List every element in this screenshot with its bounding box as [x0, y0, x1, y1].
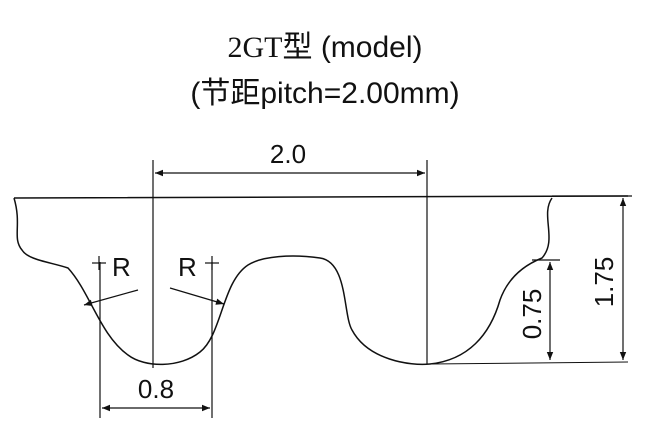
- radius-left-leader: [83, 289, 139, 306]
- radius-right-label: R: [178, 252, 197, 282]
- drawing-title: 2GT型 (model): [0, 30, 650, 66]
- model-suffix: 型 (model): [282, 31, 423, 64]
- pitch-subtitle: (节距pitch=2.00mm): [190, 77, 460, 110]
- pitch-label: 2.0: [270, 139, 306, 169]
- tooth-bottom-line: [429, 361, 629, 365]
- radius-left-label: R: [112, 252, 131, 282]
- model-code: 2GT: [227, 31, 283, 64]
- belt-height-label: 1.75: [589, 257, 619, 308]
- tooth-width-label: 0.8: [138, 374, 174, 404]
- belt-outline: [13, 195, 629, 366]
- radius-right-leader: [169, 287, 225, 305]
- tooth-depth-label: 0.75: [517, 289, 547, 340]
